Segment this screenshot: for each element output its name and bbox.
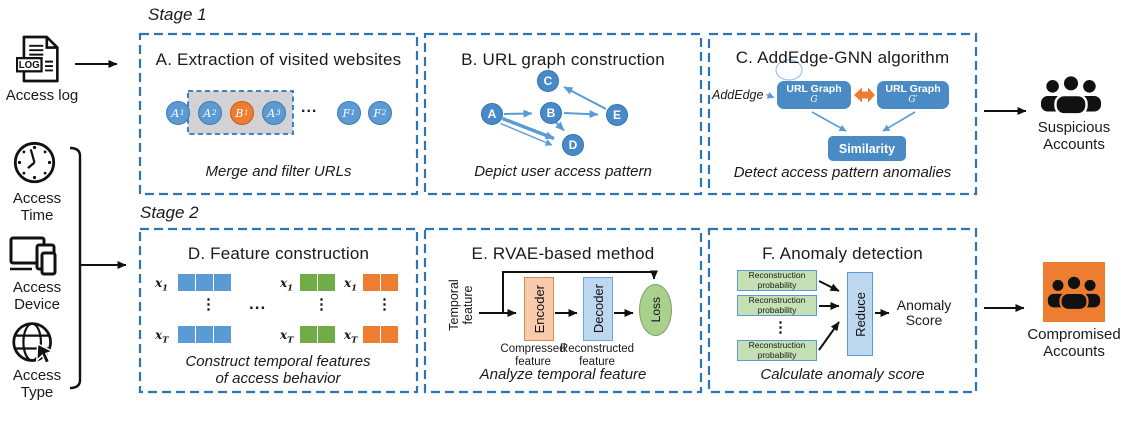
people-glyph <box>1047 274 1101 311</box>
box-b-border <box>423 32 703 196</box>
box-f-caption: Calculate anomaly score <box>760 366 925 383</box>
url-graph-gprime-box: URL Graph G′ <box>877 81 949 109</box>
feature-row <box>178 326 231 343</box>
v-ellipsis: ⋮ <box>773 319 788 336</box>
similarity-box: Similarity <box>828 136 906 161</box>
feature-cell <box>300 326 317 343</box>
x1-label: x1 <box>344 276 358 294</box>
box-f-title: F. Anomaly detection <box>762 244 923 263</box>
compromised-accounts-icon <box>1043 262 1105 322</box>
addedge-label: AddEdge <box>712 88 764 102</box>
feature-cell <box>363 274 380 291</box>
compare-double-arrow <box>854 87 875 103</box>
access-type-icon <box>12 322 55 365</box>
decoder-box: Decoder <box>583 277 613 341</box>
feature-cell <box>214 326 231 343</box>
access-log-icon: LOG <box>16 35 59 83</box>
encoder-box: Encoder <box>524 277 554 341</box>
loss-ellipse: Loss <box>639 284 672 336</box>
box-a-title: A. Extraction of visited websites <box>155 50 402 69</box>
x1-label: x1 <box>280 276 294 294</box>
box-f-border <box>707 227 978 394</box>
self-loop <box>775 59 803 81</box>
box-c-caption: Detect access pattern anomalies <box>733 164 952 181</box>
url-graph-edges <box>500 86 607 146</box>
xT-label: xT <box>155 328 169 346</box>
feature-cell <box>318 274 335 291</box>
feature-row <box>300 274 335 291</box>
compromised-accounts-label: Compromised Accounts <box>1027 326 1121 360</box>
suspicious-accounts-label: Suspicious Accounts <box>1037 119 1111 153</box>
url-graph-g-box: URL Graph G <box>777 81 851 109</box>
graph-node-d: D <box>562 134 584 156</box>
v-ellipsis: ⋮ <box>201 296 216 313</box>
recon-probability-box: Reconstruction probability <box>737 340 817 361</box>
stage2-label: Stage 2 <box>140 203 199 222</box>
url-ellipsis: ... <box>301 99 318 116</box>
feature-cell <box>363 326 380 343</box>
compressed-feature-label: Compressed feature <box>500 343 566 368</box>
feature-cell <box>196 326 213 343</box>
access-device-label: Access Device <box>12 279 62 313</box>
temporal-feature-label: Temporal feature <box>447 279 476 331</box>
recon-probability-box: Reconstruction probability <box>737 295 817 316</box>
box-b-title: B. URL graph construction <box>461 50 665 69</box>
svg-text:LOG: LOG <box>19 60 40 71</box>
access-device-icon <box>9 236 57 276</box>
graph-node-e: E <box>606 104 628 126</box>
xT-label: xT <box>344 328 358 346</box>
box-e-border <box>423 227 703 394</box>
feature-row <box>363 274 398 291</box>
feature-cell <box>381 326 398 343</box>
feature-row <box>300 326 335 343</box>
graph-node-b: B <box>540 102 562 124</box>
black-arrows <box>69 60 1027 390</box>
v-ellipsis: ⋮ <box>314 296 329 313</box>
feature-cell <box>178 274 195 291</box>
graph-node-c: C <box>537 70 559 92</box>
feature-cell <box>300 274 317 291</box>
box-e-title: E. RVAE-based method <box>471 244 655 263</box>
suspicious-accounts-icon <box>1040 73 1102 116</box>
addedge-gnn-connectors <box>765 59 916 132</box>
box-c-border <box>707 32 978 196</box>
access-time-icon <box>13 141 56 184</box>
graph-node-a: A <box>481 103 503 125</box>
stage1-label: Stage 1 <box>148 5 207 24</box>
feature-cell <box>318 326 335 343</box>
box-d-border <box>138 227 419 394</box>
anomaly-score-label: Anomaly Score <box>896 297 952 329</box>
box-d-title: D. Feature construction <box>187 244 370 263</box>
recon-probability-box: Reconstruction probability <box>737 270 817 291</box>
feature-cell <box>196 274 213 291</box>
feature-cell <box>214 274 231 291</box>
feature-cell <box>178 326 195 343</box>
reduce-box: Reduce <box>847 272 873 356</box>
box-c-title: C. AddEdge-GNN algorithm <box>735 48 950 67</box>
xT-label: xT <box>280 328 294 346</box>
feature-row <box>178 274 231 291</box>
box-e-caption: Analyze temporal feature <box>479 366 647 383</box>
box-a-caption: Merge and filter URLs <box>205 163 352 180</box>
box-d-caption: Construct temporal features of access be… <box>185 353 371 387</box>
box-a-border <box>138 32 419 196</box>
v-ellipsis: ⋮ <box>377 296 392 313</box>
feature-cell <box>381 274 398 291</box>
access-log-label: Access log <box>5 87 79 104</box>
access-time-label: Access Time <box>12 190 62 224</box>
box-b-caption: Depict user access pattern <box>474 163 652 180</box>
x1-label: x1 <box>155 276 169 294</box>
access-type-label: Access Type <box>12 367 62 401</box>
feature-row <box>363 326 398 343</box>
reconstructed-feature-label: Reconstructed feature <box>559 343 635 368</box>
h-ellipsis: ... <box>249 294 267 313</box>
